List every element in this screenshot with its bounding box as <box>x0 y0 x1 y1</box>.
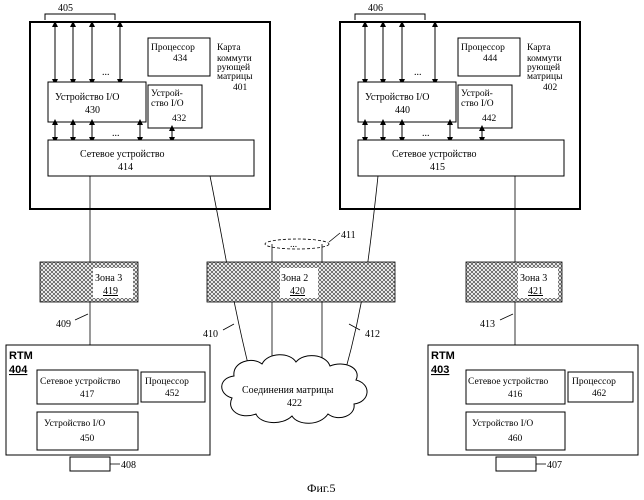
rtm-connector-ref: 407 <box>547 460 562 471</box>
zone-num: 419 <box>103 286 118 297</box>
link-409: 409 <box>56 319 71 330</box>
rtm-net-num: 417 <box>80 390 95 400</box>
processor-label: Процессор <box>461 43 505 53</box>
cloud-label: Соединения матрицы <box>242 385 334 396</box>
link-413: 413 <box>480 319 495 330</box>
bus-bracket <box>355 14 425 20</box>
bus-dots: ... <box>102 67 110 78</box>
rtm-io-box <box>466 412 565 450</box>
rtm-io-label: Устройство I/O <box>44 418 105 429</box>
rtm-connector-ref: 408 <box>121 460 136 471</box>
net-device-num: 415 <box>430 162 445 173</box>
mid-dots: ... <box>422 128 430 139</box>
zone-3-right: Зона 3 421 <box>466 262 562 302</box>
rtm-net-num: 416 <box>508 390 523 400</box>
link-410: 410 <box>203 329 218 340</box>
rtm-num: 404 <box>9 364 28 376</box>
io-main-num: 430 <box>85 105 100 116</box>
io-small-label-1: Устрой- <box>151 88 183 99</box>
card-num: 402 <box>543 83 558 93</box>
rtm-processor-num: 452 <box>165 389 180 399</box>
rtm-processor-label: Процессор <box>572 377 616 387</box>
processor-num: 434 <box>173 54 188 64</box>
rtm-connector <box>70 457 110 471</box>
mid-dots: ... <box>112 128 120 139</box>
switch-card-402: 406 ... Процессор 444 Карта коммути рующ… <box>340 3 580 209</box>
card-label-4: матрицы <box>527 72 563 82</box>
zone-3-left: Зона 3 419 <box>40 262 138 302</box>
zone-ellipse-dots: ... <box>290 240 297 250</box>
bus-bracket <box>45 14 115 20</box>
rtm-403: RTM 403 Сетевое устройство 416 Процессор… <box>428 345 638 471</box>
rtm-net-label: Сетевое устройство <box>40 376 121 387</box>
io-small-num: 442 <box>482 114 497 124</box>
rtm-connector <box>496 457 536 471</box>
io-small-num: 432 <box>172 114 187 124</box>
card-num: 401 <box>233 83 248 93</box>
figure-caption: Фиг.5 <box>307 481 335 495</box>
bus-ref: 406 <box>368 3 383 14</box>
zone-num: 421 <box>528 286 543 297</box>
processor-num: 444 <box>483 54 498 64</box>
zone-label: Зона 2 <box>281 273 308 284</box>
link-refs: 409 410 412 413 <box>56 314 513 340</box>
net-device-num: 414 <box>118 162 133 173</box>
zone-num: 420 <box>290 286 305 297</box>
rtm-io-num: 460 <box>508 434 523 444</box>
rtm-net-label: Сетевое устройство <box>468 376 549 387</box>
rtm-processor-label: Процессор <box>145 377 189 387</box>
rtm-title: RTM <box>431 350 455 362</box>
net-device-label: Сетевое устройство <box>392 149 477 160</box>
io-main-label: Устройство I/O <box>365 92 429 103</box>
zone-label: Зона 3 <box>520 273 547 284</box>
card-label-1: Карта <box>217 43 241 53</box>
zone-2-middle: Зона 2 420 ... 411 <box>207 230 395 302</box>
cloud-num: 422 <box>287 398 302 409</box>
rtm-title: RTM <box>9 350 33 362</box>
zone-label: Зона 3 <box>95 273 122 284</box>
processor-label: Процессор <box>151 43 195 53</box>
link-412: 412 <box>365 329 380 340</box>
bus-ref: 405 <box>58 3 73 14</box>
rtm-io-num: 450 <box>80 434 95 444</box>
io-main-num: 440 <box>395 105 410 116</box>
io-small-label-2: ство I/O <box>461 99 494 109</box>
bus-dots: ... <box>414 67 422 78</box>
card-label-1: Карта <box>527 43 551 53</box>
rtm-io-label: Устройство I/O <box>472 418 533 429</box>
rtm-num: 403 <box>431 364 449 376</box>
zone-ref: 411 <box>341 230 356 241</box>
switch-card-401: 405 ... Процессор 434 Карта коммути рующ… <box>30 3 270 209</box>
net-device-label: Сетевое устройство <box>80 149 165 160</box>
io-small-label-1: Устрой- <box>461 88 493 99</box>
fabric-cloud: Соединения матрицы 422 <box>222 355 367 424</box>
io-main-label: Устройство I/O <box>55 92 119 103</box>
card-label-4: матрицы <box>217 72 253 82</box>
rtm-processor-num: 462 <box>592 389 607 399</box>
rtm-404: RTM 404 Сетевое устройство 417 Процессор… <box>6 345 210 471</box>
rtm-io-box <box>37 412 138 450</box>
io-small-label-2: ство I/O <box>151 99 184 109</box>
